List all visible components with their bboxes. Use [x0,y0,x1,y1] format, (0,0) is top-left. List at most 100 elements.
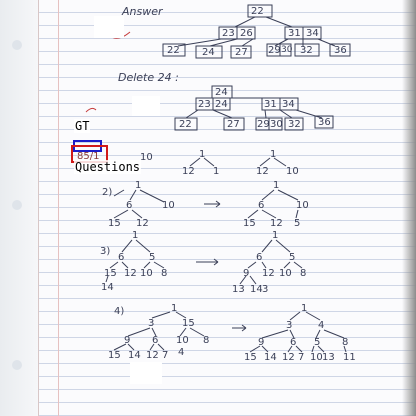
heap-node: 8 [203,335,210,346]
scan-edge-shadow [402,0,416,416]
heap-node: 5 [149,252,156,263]
heap-node: 12 [256,166,269,177]
heap-node: 15 [243,218,256,229]
heap-node: 9 [243,268,250,279]
heap-node: 3 [262,284,269,295]
heap-node: 11 [343,352,356,363]
red-pen-mark [85,107,97,113]
heap-node: 7 [298,352,305,363]
heap-node: 5 [294,218,301,229]
heap-node: 12 [282,352,295,363]
binding-hole [12,360,22,370]
heap-node: 7 [162,350,169,361]
heap-node: 6 [152,335,159,346]
heap-node: 1 [213,166,220,177]
tree1-leaf: 27 [235,47,248,58]
heap-node: 6 [118,252,125,263]
heap-node: 5 [314,337,321,348]
tree2-leaf: 32 [288,119,301,130]
tree2-leaf: 29 [257,119,270,130]
questions-label: Questions [74,160,142,174]
tree2-leaf: 30 [270,119,283,130]
heap-node: 4 [178,347,185,358]
heap-node: 10 [162,200,175,211]
heap-node: 1 [272,230,279,241]
tree1-leaf: 29 [268,45,281,56]
question-marker: 4) [114,306,125,317]
heap-node: 10 [140,152,153,163]
heap-node: 8 [161,268,168,279]
heap-node: 10 [286,166,299,177]
tree2-leaf: 36 [318,117,331,128]
heap-node: 15 [104,268,117,279]
gt-label: GT [74,119,91,133]
heap-node: 1 [171,303,178,314]
heap-node: 9 [124,335,131,346]
tree1-key: 34 [306,28,319,39]
heap-node: 12 [136,218,149,229]
question-number: 85/1 [77,151,100,162]
heap-node: 12 [182,166,195,177]
heap-node: 3 [286,320,293,331]
heap-node: 13 [232,284,245,295]
redaction-patch [94,16,124,38]
question-marker: 2) [102,187,113,198]
heap-node: 13 [322,352,335,363]
tree2-key: 23 [198,99,211,110]
question-marker: 3) [100,246,111,257]
tree1-key: 23 [222,28,235,39]
heap-node: 5 [289,252,296,263]
heap-node: 12 [146,350,159,361]
heap-node: 12 [262,268,275,279]
delete-heading: Delete 24 : [118,71,179,84]
heap-node: 8 [342,337,349,348]
tree1-key: 31 [288,28,301,39]
heap-node: 4 [318,320,325,331]
heap-node: 6 [290,337,297,348]
heap-node: 14 [250,284,263,295]
heap-node: 9 [258,337,265,348]
tree2-key: 34 [282,99,295,110]
tree1-leaf: 32 [300,45,313,56]
heap-node: 10 [140,268,153,279]
binding-hole [12,200,22,210]
heap-node: 12 [270,218,283,229]
heap-node: 15 [244,352,257,363]
tree2-key: 31 [264,99,277,110]
heap-node: 1 [199,149,206,160]
heap-node: 15 [182,318,195,329]
tree2-leaf: 22 [179,119,192,130]
heap-node: 10 [310,352,323,363]
heap-node: 15 [108,218,121,229]
tree1-root: 22 [251,6,264,17]
tree2-leaf: 27 [227,119,240,130]
redaction-patch [132,96,160,116]
heap-node: 1 [135,180,142,191]
tree1-leaf: 36 [334,45,347,56]
heap-node: 6 [256,252,263,263]
heap-node: 6 [126,200,133,211]
answer-heading: Answer [122,5,163,18]
margin-rule [58,0,59,416]
heap-node: 10 [279,268,292,279]
heap-node: 1 [301,303,308,314]
heap-node: 10 [296,200,309,211]
heap-node: 14 [264,352,277,363]
tree2-root: 24 [215,87,228,98]
heap-node: 8 [300,268,307,279]
heap-node: 14 [101,282,114,293]
tree2-key: 24 [215,99,228,110]
heap-node: 10 [176,335,189,346]
tree1-leaf: 30 [281,45,293,55]
heap-node: 6 [258,200,265,211]
redaction-patch [130,362,162,384]
tree1-key: 26 [240,28,253,39]
heap-node: 14 [128,350,141,361]
tree1-leaf: 22 [167,45,180,56]
heap-node: 1 [270,149,277,160]
heap-node: 3 [148,318,155,329]
